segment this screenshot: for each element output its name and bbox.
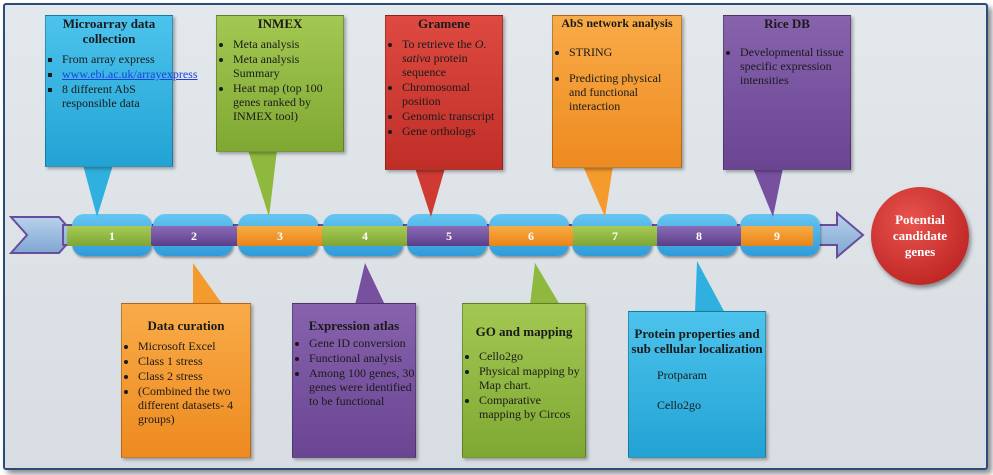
list-item: Heat map (top 100 genes ranked by INMEX … — [233, 81, 343, 123]
list-item: Chromosomal position — [402, 80, 502, 108]
timeline-tail-chevron — [8, 216, 77, 254]
callout-list: Protparam Cello2go — [629, 368, 765, 412]
callout-go-mapping: GO and mapping Cello2go Physical mapping… — [462, 303, 586, 458]
callout-list: Meta analysis Meta analysis Summary Heat… — [217, 37, 343, 123]
callout-list: To retrieve the O. sativa protein sequen… — [386, 37, 502, 138]
arrayexpress-link[interactable]: www.ebi.ac.uk/arrayexpress — [62, 67, 198, 81]
list-item: Functional analysis — [309, 351, 415, 365]
list-item: Comparative mapping by Circos — [479, 393, 585, 421]
callout-title: Data curation — [147, 318, 225, 333]
list-item: Genomic transcript — [402, 109, 502, 123]
callout-title: Microarray data collection — [62, 16, 156, 46]
goal-circle: Potential candidate genes — [871, 187, 969, 285]
list-item: Gene orthologs — [402, 124, 502, 138]
goal-label: Potential candidate genes — [892, 212, 948, 259]
list-item: To retrieve the O. sativa protein sequen… — [402, 37, 502, 79]
list-item: Predicting physical and functional inter… — [569, 71, 681, 113]
callout-expression-atlas: Expression atlas Gene ID conversion Func… — [292, 303, 416, 458]
callout-abs-network: AbS network analysis STRING Predicting p… — [552, 15, 682, 168]
callout-gramene: Gramene To retrieve the O. sativa protei… — [385, 15, 503, 170]
step-9: 9 — [741, 226, 813, 246]
callout-title: GO and mapping — [475, 324, 573, 339]
list-item: Meta analysis — [233, 37, 343, 51]
step-4: 4 — [322, 226, 408, 246]
callout-title: INMEX — [257, 16, 303, 31]
callout-inmex: INMEX Meta analysis Meta analysis Summar… — [216, 15, 344, 152]
callout-microarray: Microarray data collection From array ex… — [45, 15, 198, 167]
list-item: Developmental tissue specific expression… — [740, 45, 850, 87]
list-item: STRING — [569, 45, 681, 59]
step-7: 7 — [573, 226, 657, 246]
list-item: Microsoft Excel — [138, 339, 250, 353]
callout-title: Rice DB — [764, 16, 810, 31]
list-item: Class 1 stress — [138, 354, 250, 368]
list-item[interactable]: www.ebi.ac.uk/arrayexpress — [62, 67, 198, 81]
step-6: 6 — [489, 226, 573, 246]
callout-ricedb: Rice DB Developmental tissue specific ex… — [723, 15, 851, 170]
list-item: (Combined the two different datasets- 4 … — [138, 384, 250, 426]
callout-list: STRING Predicting physical and functiona… — [553, 45, 681, 113]
diagram-frame: 1 2 3 4 5 6 7 8 9 Potential candidate ge… — [3, 3, 988, 470]
species-name: O. sativa — [402, 37, 487, 65]
list-item: From array express — [62, 52, 172, 66]
step-1: 1 — [67, 226, 157, 246]
callout-list: Cello2go Physical mapping by Map chart. … — [463, 349, 585, 421]
callout-list: Microsoft Excel Class 1 stress Class 2 s… — [122, 339, 250, 426]
step-5: 5 — [407, 226, 491, 246]
list-item: Cello2go — [479, 349, 585, 363]
callout-title: Gramene — [418, 16, 470, 31]
list-item: Physical mapping by Map chart. — [479, 364, 585, 392]
list-item: Class 2 stress — [138, 369, 250, 383]
callout-data-curation: Data curation Microsoft Excel Class 1 st… — [121, 303, 251, 458]
callout-protein-properties: Protein properties and sub cellular loca… — [628, 311, 766, 458]
step-3: 3 — [237, 226, 323, 246]
step-8: 8 — [657, 226, 741, 246]
list-item: Meta analysis Summary — [233, 52, 343, 80]
step-2: 2 — [151, 226, 237, 246]
item-text: To retrieve the — [402, 37, 472, 51]
item-text: protein sequence — [402, 51, 468, 79]
list-item: Among 100 genes, 30 genes were identifie… — [309, 366, 415, 408]
callout-title: AbS network analysis — [561, 16, 673, 30]
list-item: Cello2go — [657, 398, 701, 412]
callout-title: Expression atlas — [308, 318, 400, 333]
list-item: Protparam — [657, 368, 707, 382]
callout-title: Protein properties and sub cellular loca… — [631, 326, 763, 356]
list-item: 8 different AbS responsible data — [62, 82, 172, 110]
callout-list: From array express www.ebi.ac.uk/arrayex… — [46, 52, 198, 110]
callout-tail — [83, 150, 783, 313]
list-item: Gene ID conversion — [309, 336, 415, 350]
callout-list: Gene ID conversion Functional analysis A… — [293, 336, 415, 408]
callout-list: Developmental tissue specific expression… — [724, 45, 850, 87]
